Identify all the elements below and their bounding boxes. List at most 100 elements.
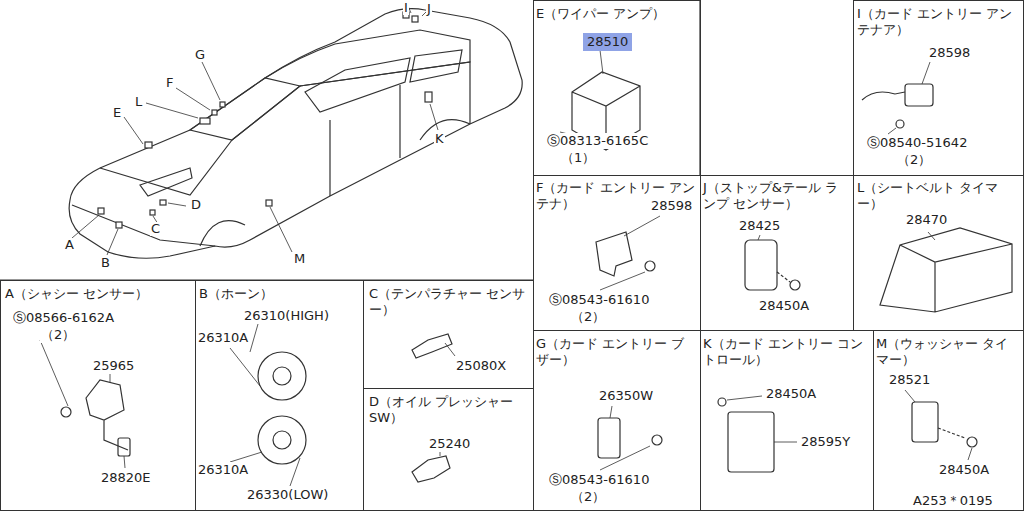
panel-heading: L（シートベルト タイマー） xyxy=(856,180,1020,211)
screw xyxy=(790,280,800,290)
callout-letter: K xyxy=(434,132,445,146)
panel-heading: K（カード エントリー コントロール） xyxy=(702,336,870,367)
part-number: Ⓢ08566-6162A xyxy=(12,310,115,326)
part-number: （2） xyxy=(570,489,606,505)
part-number: Ⓢ08540-51642 xyxy=(866,135,968,151)
part-number: （1） xyxy=(560,150,596,166)
part-marks xyxy=(98,12,432,228)
door-line xyxy=(330,85,400,196)
callout-letter: D xyxy=(190,198,202,212)
panel-heading: E（ワイパー アンプ） xyxy=(535,6,697,22)
wire xyxy=(862,92,905,100)
panel-heading: B（ホーン） xyxy=(198,286,360,302)
horn xyxy=(258,352,306,400)
part-number: 28470 xyxy=(905,212,948,228)
panel-heading: M（ウォッシャー タイマー） xyxy=(875,336,1020,367)
windshield xyxy=(190,78,300,140)
pressure-switch xyxy=(412,456,450,482)
screw xyxy=(652,435,662,445)
parts-panel: K（カード エントリー コントロール） 28450A 28595Y xyxy=(700,330,874,511)
part-number: （2） xyxy=(40,327,76,343)
part-number: 25080X xyxy=(455,358,507,374)
screw xyxy=(645,261,655,271)
part-number: 26310(HIGH) xyxy=(243,308,330,324)
hood-line xyxy=(100,140,232,195)
callout-letter: A xyxy=(64,238,75,252)
callout-letter: J xyxy=(426,2,432,16)
panel-heading: J（ストップ&テール ランプ センサー） xyxy=(702,180,850,211)
parts-panel: I（カード エントリー アンテナア） 28598Ⓢ08540-51642（2） xyxy=(853,0,1024,176)
antenna xyxy=(905,84,933,106)
control-unit xyxy=(728,412,774,472)
parts-panel: J（ストップ&テール ランプ センサー） 28425 28450A xyxy=(700,175,854,331)
part-number: 26330(LOW) xyxy=(246,487,329,503)
callout-letter: C xyxy=(150,222,161,236)
wheel-arch xyxy=(420,120,470,140)
part-number: Ⓢ08313-6165C xyxy=(546,133,649,149)
parts-panel: F（カード エントリー アンテナ）28598Ⓢ08543-61610（2） xyxy=(533,175,701,331)
screw xyxy=(718,398,726,406)
sensor xyxy=(745,240,777,290)
parts-panel: D（オイル プレッシャー SW） 25240 xyxy=(363,388,534,511)
roof xyxy=(265,30,470,86)
figure-number: A253＊0195 xyxy=(912,494,994,508)
part-number: Ⓢ08543-61610 xyxy=(548,292,650,308)
parts-panel: L（シートベルト タイマー）28470 xyxy=(853,175,1024,331)
panel-heading: I（カード エントリー アンテナア） xyxy=(856,6,1020,37)
parts-panel: B（ホーン） 26310(HIGH) 26310A 26310A 26330(LOW) xyxy=(195,280,364,511)
screw xyxy=(967,437,977,447)
parts-panel: A（シャシー センサー） Ⓢ08566-6162A（2） 25965 28820E xyxy=(0,280,196,511)
sensor xyxy=(118,438,130,456)
temperature-sensor xyxy=(412,334,452,358)
callout-letter: F xyxy=(165,76,174,90)
buzzer xyxy=(598,418,620,458)
part-number: 26350W xyxy=(598,388,654,404)
parts-panel: C（テンパラチャー センサー） 25080X xyxy=(363,280,534,389)
panel-heading: D（オイル プレッシャー SW） xyxy=(368,394,530,425)
part-number: Ⓢ08543-61610 xyxy=(548,472,650,488)
parts-panel: M（ウォッシャー タイマー） 28521 28450A xyxy=(873,330,1024,511)
window xyxy=(305,58,410,112)
panel-heading: C（テンパラチャー センサー） xyxy=(368,286,530,317)
callout-letter: G xyxy=(194,48,206,62)
part-number: 28425 xyxy=(738,218,781,234)
parts-panel: E（ワイパー アンプ） 28510Ⓢ08313-6165C（1） xyxy=(533,0,701,176)
wheel-arch xyxy=(200,221,245,246)
screw xyxy=(896,120,904,128)
part-number: 28820E xyxy=(100,470,152,486)
panel-heading: A（シャシー センサー） xyxy=(4,286,192,302)
belt-line xyxy=(232,62,470,140)
timer xyxy=(912,402,938,442)
part-number: 28595Y xyxy=(800,434,851,450)
antenna xyxy=(596,232,632,276)
part-number: 28598 xyxy=(928,45,971,61)
window xyxy=(410,50,462,82)
part-number: 26310A xyxy=(197,330,249,346)
timer xyxy=(880,228,1012,312)
part-number: 28450A xyxy=(938,462,990,478)
part-number: 28521 xyxy=(888,372,931,388)
part-number: 28450A xyxy=(765,386,817,402)
callout-letter: I xyxy=(403,1,409,15)
sensor-bracket xyxy=(86,380,128,450)
part-number: （2） xyxy=(896,152,932,168)
part-number: 25240 xyxy=(428,436,471,452)
part-number: 26310A xyxy=(197,462,249,478)
parts-panel: G（カード エントリー ブザー） 26350W Ⓢ08543-61610（2） xyxy=(533,330,701,511)
car-body xyxy=(69,9,522,259)
part-number: （2） xyxy=(570,309,606,325)
callout-letter: L xyxy=(134,95,143,109)
callout-letter: M xyxy=(293,252,306,266)
engine-cover xyxy=(140,168,192,196)
panel-heading: G（カード エントリー ブザー） xyxy=(535,336,697,367)
callout-letter: E xyxy=(112,106,122,120)
horn xyxy=(258,416,306,464)
part-number: 28510 xyxy=(583,33,632,51)
screw xyxy=(61,407,71,417)
part-number: 28598 xyxy=(650,198,693,214)
part-number: 28450A xyxy=(758,298,810,314)
part-number: 25965 xyxy=(92,358,135,374)
callout-letter: B xyxy=(100,256,111,270)
leader-lines xyxy=(72,6,438,255)
